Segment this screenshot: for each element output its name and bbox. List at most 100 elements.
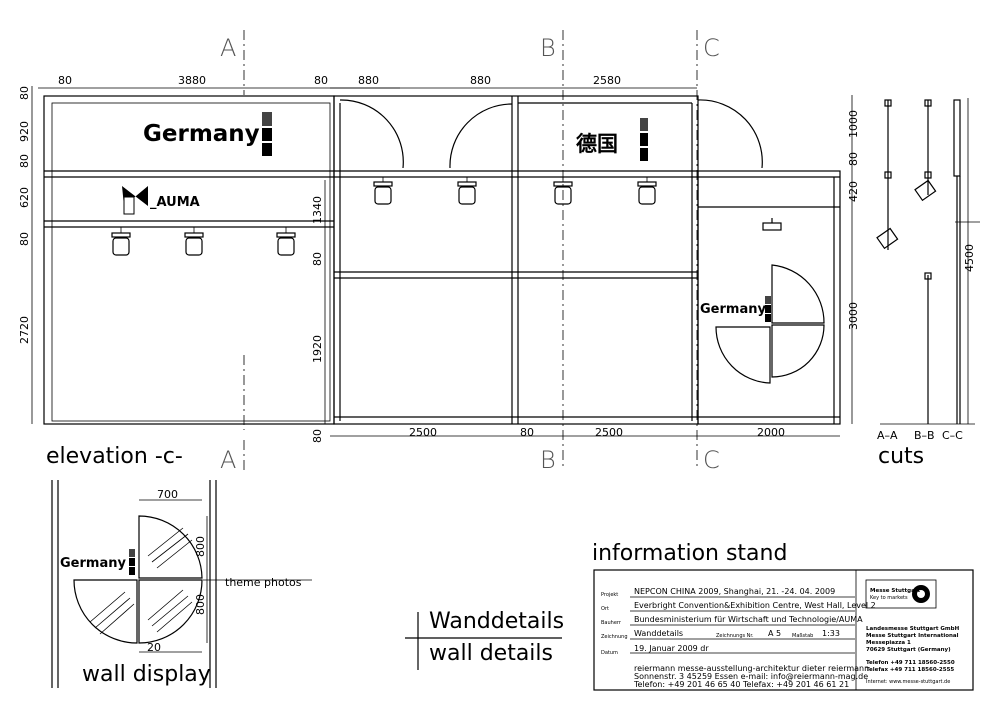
svg-text:1920: 1920 xyxy=(311,335,324,363)
tb-phone: Telefon +49 711 18560-2550 xyxy=(866,660,955,666)
svg-text:80: 80 xyxy=(18,86,31,100)
spotlight-icon xyxy=(457,177,477,205)
tb-bauherr: Bundesministerium für Wirtschaft und Tec… xyxy=(634,615,863,624)
svg-text:3880: 3880 xyxy=(178,74,206,87)
label-wall-display: wall display xyxy=(82,662,211,687)
svg-text:80: 80 xyxy=(58,74,72,87)
svg-text:80: 80 xyxy=(18,232,31,246)
tb-architect-line3: Telefon: +49 201 46 65 40 Telefax: +49 2… xyxy=(633,680,849,689)
dimension-cuts: 4500 xyxy=(963,244,976,272)
tb-ort: Everbright Convention&Exhibition Centre,… xyxy=(634,601,876,610)
svg-text:80: 80 xyxy=(314,74,328,87)
door-arcs xyxy=(339,99,763,169)
tb-company-line4: 70629 Stuttgart (Germany) xyxy=(866,647,951,653)
cuts-drawing xyxy=(876,98,980,425)
axis-labels: A B C A B C xyxy=(220,34,720,474)
flag-wall-icon xyxy=(129,549,135,575)
svg-text:620: 620 xyxy=(18,187,31,208)
svg-text:1340: 1340 xyxy=(311,196,324,224)
dimension-top: 80 3880 80 880 880 2580 xyxy=(58,74,621,87)
axis-label-a-bottom: A xyxy=(220,446,236,474)
spotlight-icon xyxy=(553,177,573,205)
wall-dim-lower: 800 xyxy=(194,594,207,615)
label-cuts: cuts xyxy=(878,444,924,469)
tb-fax: Telefax +49 711 18560-2555 xyxy=(866,667,954,673)
spotlight-icon xyxy=(373,177,393,205)
tb-company-line1: Landesmesse Stuttgart GmbH xyxy=(866,626,960,632)
label-elevation: elevation -c- xyxy=(46,444,183,469)
tb-company-line2: Messe Stuttgart International xyxy=(866,633,959,639)
svg-text:880: 880 xyxy=(470,74,491,87)
tb-zeichnungs-nr: A 5 xyxy=(768,629,781,638)
svg-text:420: 420 xyxy=(847,181,860,202)
svg-text:920: 920 xyxy=(18,121,31,142)
dimension-right: 1000 80 420 3000 xyxy=(847,110,860,330)
flag-china-icon xyxy=(640,118,648,161)
dimension-lines xyxy=(31,86,853,437)
auma-logo-icon xyxy=(122,186,148,215)
brand-germany-wall: Germany xyxy=(60,556,126,571)
brand-china: 德国 xyxy=(576,132,618,156)
svg-text:80: 80 xyxy=(847,152,860,166)
wall-dim-width: 700 xyxy=(157,488,178,501)
spotlight-icon xyxy=(276,227,296,256)
tb-logo-tagline: Key to markets xyxy=(870,595,908,601)
spotlight-icon xyxy=(111,227,131,256)
svg-text:2500: 2500 xyxy=(409,426,437,439)
svg-text:2500: 2500 xyxy=(595,426,623,439)
spotlight-icon xyxy=(184,227,204,256)
wall-dim-gap: 20 xyxy=(147,641,161,654)
tb-label-projekt: Projekt xyxy=(601,592,618,598)
tb-label-datum: Datum xyxy=(601,650,618,656)
svg-text:80: 80 xyxy=(311,429,324,443)
wall-section-c xyxy=(697,170,841,425)
spotlights xyxy=(111,177,782,256)
axis-label-b-top: B xyxy=(540,34,556,62)
flag-small-icon xyxy=(765,296,771,322)
svg-text:3000: 3000 xyxy=(847,302,860,330)
svg-text:80: 80 xyxy=(18,154,31,168)
tb-company-line3: Messepiazza 1 xyxy=(866,640,911,646)
axis-lines xyxy=(243,30,698,470)
tb-label-massstab: Maßstab xyxy=(792,633,813,639)
tb-datum: 19. Januar 2009 dr xyxy=(634,644,709,653)
label-wanddetails: Wanddetails xyxy=(429,609,564,634)
brand-germany-large: Germany xyxy=(143,121,260,147)
axis-label-c-bottom: C xyxy=(703,446,720,474)
flag-large-icon xyxy=(262,112,272,156)
tb-label-zeichnung: Zeichnung xyxy=(601,634,628,640)
tb-zeichnung: Wanddetails xyxy=(634,629,683,638)
axis-label-a-top: A xyxy=(220,34,236,62)
tb-projekt: NEPCON CHINA 2009, Shanghai, 21. -24. 04… xyxy=(634,587,835,596)
dimension-left: 80 920 80 620 80 2720 xyxy=(18,86,31,344)
wall-dim-upper: 800 xyxy=(194,536,207,557)
tb-architect-line1: reiermann messe-ausstellung-architektur … xyxy=(634,664,869,673)
svg-text:880: 880 xyxy=(358,74,379,87)
title-block xyxy=(593,569,974,691)
tb-architect-line2: Sonnenstr. 3 45259 Essen e-mail: info@re… xyxy=(634,672,868,681)
svg-text:80: 80 xyxy=(311,252,324,266)
axis-label-b-bottom: B xyxy=(540,446,556,474)
cut-label-cc: C–C xyxy=(942,429,963,442)
label-information-stand: information stand xyxy=(592,541,787,566)
label-theme-photos: theme photos xyxy=(225,576,302,589)
spotlight-small-icon xyxy=(762,222,782,231)
axis-label-c-top: C xyxy=(703,34,720,62)
svg-text:2720: 2720 xyxy=(18,316,31,344)
cut-label-bb: B–B xyxy=(914,429,935,442)
display-quarter-circles xyxy=(715,264,825,384)
svg-text:1000: 1000 xyxy=(847,110,860,138)
tb-label-zeichnungs-nr: Zeichnungs Nr. xyxy=(716,633,754,639)
spotlight-icon xyxy=(637,177,657,205)
tb-logo-name: Messe Stuttgart xyxy=(870,588,921,594)
tb-label-ort: Ort xyxy=(601,606,609,612)
dimension-bottom: 2500 80 2500 2000 xyxy=(409,426,785,439)
svg-text:2580: 2580 xyxy=(593,74,621,87)
wall-section-a xyxy=(43,95,335,425)
messe-stuttgart-logo-icon xyxy=(865,579,937,609)
dimension-middle: 1340 80 1920 80 xyxy=(311,196,324,443)
tb-massstab: 1:33 xyxy=(822,629,840,638)
tb-label-bauherr: Bauherr xyxy=(601,620,622,626)
label-wall-details: wall details xyxy=(429,641,553,666)
svg-text:80: 80 xyxy=(520,426,534,439)
